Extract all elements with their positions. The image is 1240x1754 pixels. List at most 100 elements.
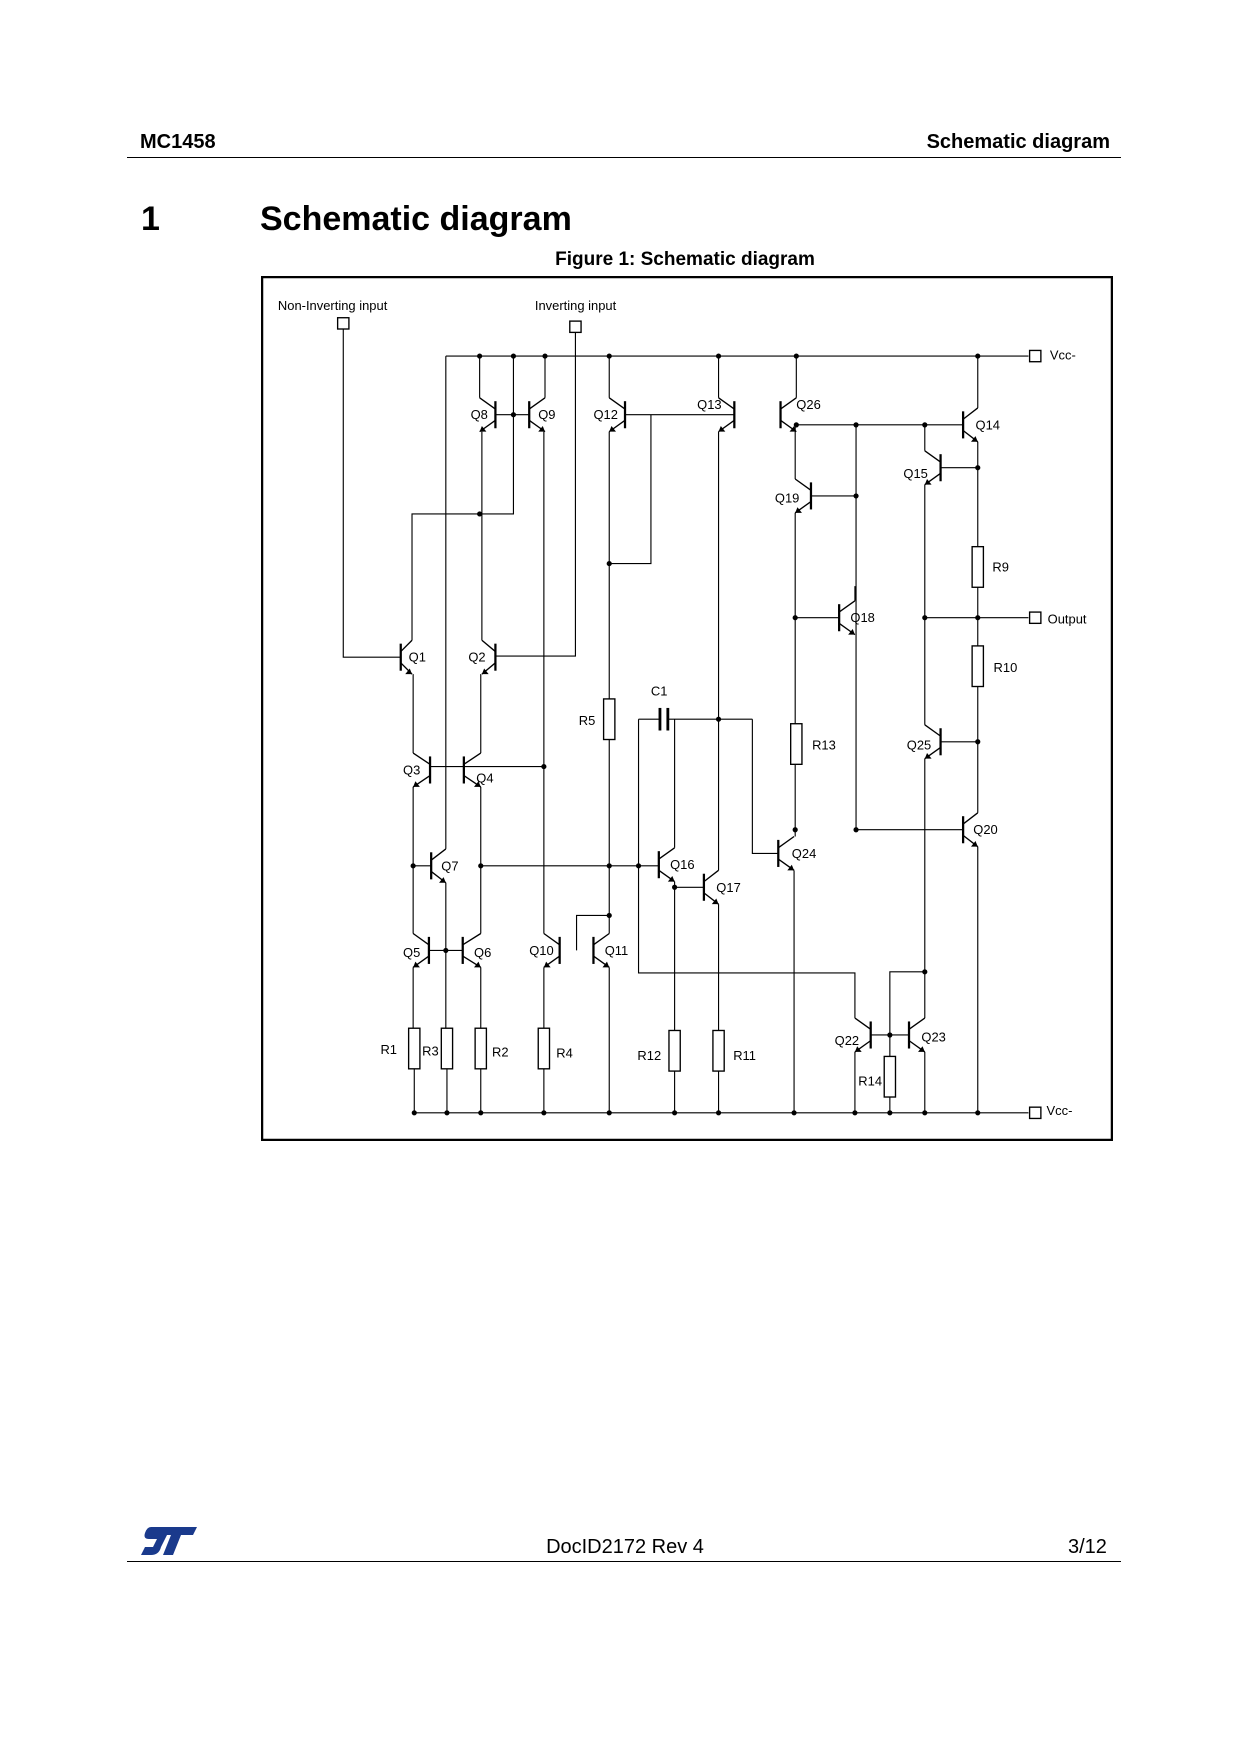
label-q23: Q23 xyxy=(921,1030,945,1045)
label-q9: Q9 xyxy=(538,407,555,422)
transistor-q7 xyxy=(430,848,447,884)
wire xyxy=(495,332,576,657)
pin-label-vcc-top: Vcc- xyxy=(1050,347,1076,362)
wire xyxy=(342,329,401,658)
transistor-q16 xyxy=(657,847,675,883)
label-r10: R10 xyxy=(994,660,1018,675)
transistor-q24 xyxy=(777,835,795,871)
footer-rule xyxy=(127,1561,1121,1562)
transistor-q2 xyxy=(481,639,497,675)
junction-dot xyxy=(975,615,981,621)
junction-dot xyxy=(541,1110,547,1116)
junction-dot xyxy=(922,615,928,621)
pin-label-output: Output xyxy=(1048,611,1087,626)
resistor-r10 xyxy=(971,645,985,688)
wire xyxy=(751,719,779,854)
label-r5: R5 xyxy=(579,713,596,728)
junction-dot xyxy=(792,827,798,833)
junction-dot xyxy=(791,1110,797,1116)
label-r1: R1 xyxy=(380,1042,397,1057)
label-q25: Q25 xyxy=(907,738,931,753)
junction-dot xyxy=(542,353,548,359)
label-q13: Q13 xyxy=(697,397,721,412)
label-q18: Q18 xyxy=(850,610,874,625)
transistor-q3 xyxy=(412,752,432,788)
transistor-q14 xyxy=(961,407,979,443)
label-q3: Q3 xyxy=(403,762,420,777)
junction-dot xyxy=(793,353,799,359)
junction-dot xyxy=(411,1110,417,1116)
transistor-q6 xyxy=(461,932,482,968)
resistor-r5 xyxy=(602,698,616,741)
label-r11: R11 xyxy=(733,1048,756,1063)
junction-dot xyxy=(975,465,981,471)
label-q24: Q24 xyxy=(792,846,816,861)
resistor-r9 xyxy=(971,545,985,588)
junction-dot xyxy=(922,422,928,428)
junction-dot xyxy=(853,422,859,428)
junction-dot xyxy=(606,1110,612,1116)
wire xyxy=(855,424,964,831)
label-r4: R4 xyxy=(556,1046,573,1061)
label-q5: Q5 xyxy=(403,945,420,960)
label-q14: Q14 xyxy=(976,417,1000,432)
label-r3: R3 xyxy=(422,1043,439,1058)
junction-dot xyxy=(635,863,642,869)
header-section-title: Schematic diagram xyxy=(926,131,1110,153)
pin-label-non-inverting: Non-Inverting input xyxy=(278,298,388,313)
section-number: 1 xyxy=(141,200,160,238)
label-q22: Q22 xyxy=(835,1033,859,1048)
transistor-q17 xyxy=(702,869,719,905)
wire xyxy=(637,719,856,1019)
junction-dot xyxy=(793,422,799,428)
transistor-q23 xyxy=(907,1017,926,1053)
junction-dot xyxy=(922,969,928,975)
pin-label-inverting: Inverting input xyxy=(535,298,617,313)
pin-inverting-input xyxy=(569,320,582,334)
pin-label-vcc-bottom: Vcc- xyxy=(1047,1103,1073,1118)
transistor-q13 xyxy=(718,397,736,433)
junction-dot xyxy=(922,1110,928,1116)
junction-dot xyxy=(715,1110,722,1116)
wire xyxy=(889,971,925,1035)
junction-dot xyxy=(792,615,798,621)
junction-dot xyxy=(510,353,517,359)
junction-dot xyxy=(975,739,981,745)
resistor-r11 xyxy=(712,1029,725,1072)
label-q10: Q10 xyxy=(529,943,553,958)
transistor-q25 xyxy=(924,724,942,760)
transistor-q18 xyxy=(838,600,856,636)
label-q17: Q17 xyxy=(716,880,740,895)
wire xyxy=(575,739,610,951)
transistor-q19 xyxy=(794,478,813,514)
resistor-r4 xyxy=(537,1027,551,1070)
wire xyxy=(609,414,652,565)
resistor-r13 xyxy=(790,723,803,766)
transistor-q9 xyxy=(528,397,546,433)
label-r9: R9 xyxy=(992,559,1009,574)
junction-dot xyxy=(852,1110,858,1116)
resistor-r12 xyxy=(668,1029,681,1072)
section-title: Schematic diagram xyxy=(260,200,572,238)
transistor-q10 xyxy=(543,932,561,968)
transistor-q1 xyxy=(399,639,413,675)
label-q12: Q12 xyxy=(593,407,617,422)
junction-dot xyxy=(443,947,449,954)
figure-caption: Figure 1: Schematic diagram xyxy=(555,249,815,270)
transistor-q11 xyxy=(592,932,610,968)
junction-dot xyxy=(672,1110,678,1116)
pin-vcc-bottom xyxy=(1028,1106,1042,1120)
junction-dot xyxy=(606,863,612,869)
junction-dot xyxy=(477,353,483,359)
transistor-q5 xyxy=(412,932,431,968)
junction-dot xyxy=(975,353,981,359)
label-r2: R2 xyxy=(492,1044,509,1059)
junction-dot xyxy=(410,863,416,869)
label-q1: Q1 xyxy=(409,650,426,665)
junction-dot xyxy=(478,1110,484,1116)
junction-dot xyxy=(672,884,678,890)
pin-vcc-top xyxy=(1028,349,1042,363)
transistor-q4 xyxy=(462,752,482,788)
label-r12: R12 xyxy=(637,1048,661,1063)
label-q2: Q2 xyxy=(468,650,485,665)
